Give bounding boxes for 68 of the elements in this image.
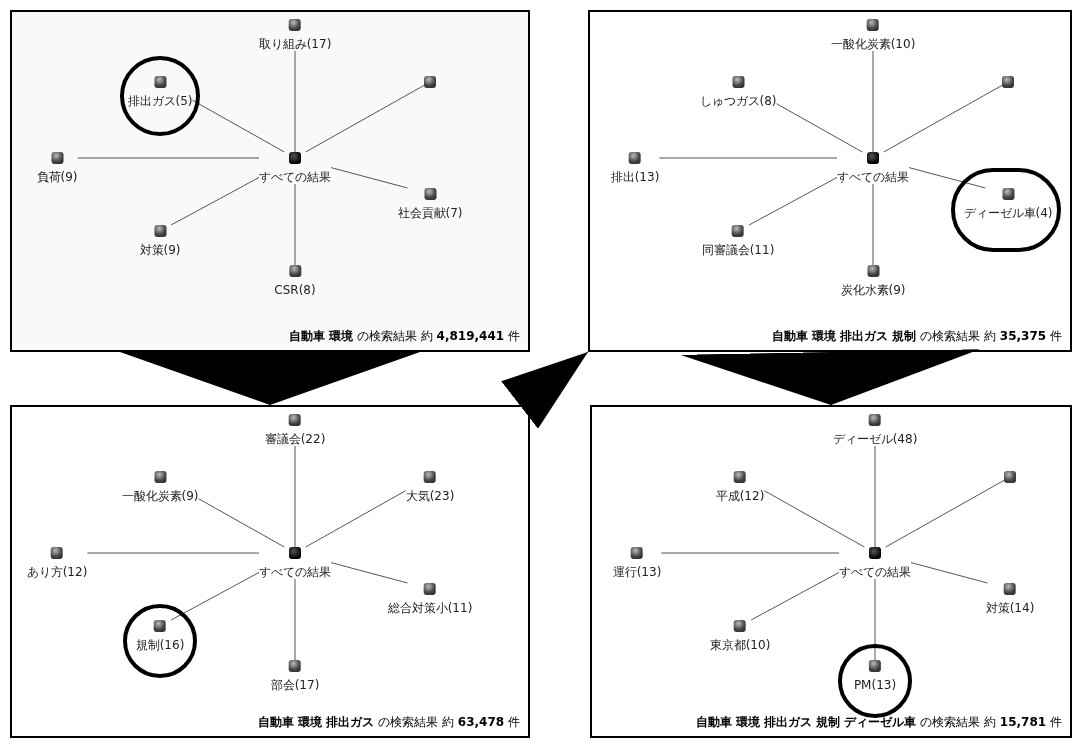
result-count-text: 自動車 環境 排出ガス 規制 の検索結果 約 35,375 件 bbox=[771, 328, 1062, 345]
connector-line bbox=[294, 578, 296, 661]
connector-line bbox=[885, 479, 1005, 548]
keyword-label: 部会(17) bbox=[270, 678, 320, 692]
keyword-label: 対策(14) bbox=[985, 601, 1035, 615]
keyword-label: 対策(9) bbox=[139, 243, 181, 257]
graph-panel bbox=[588, 10, 1072, 352]
keyword-label: すべての結果 bbox=[837, 170, 909, 184]
connector-line bbox=[748, 176, 838, 226]
connector-line bbox=[86, 552, 260, 554]
connector-line bbox=[305, 490, 407, 548]
connector-line bbox=[874, 445, 876, 548]
graph-panel bbox=[590, 405, 1072, 738]
keyword-label: 取り組み(17) bbox=[258, 37, 332, 51]
connector-line bbox=[198, 498, 285, 548]
keyword-label: 運行(13) bbox=[612, 565, 662, 579]
keyword-label: 負荷(9) bbox=[36, 170, 78, 184]
result-count-text: 自動車 環境 の検索結果 約 4,819,441 件 bbox=[288, 328, 520, 345]
keyword-label: 排出(13) bbox=[610, 170, 660, 184]
result-count-text: 自動車 環境 排出ガス 規制 ディーゼル車 の検索結果 約 15,781 件 bbox=[695, 714, 1062, 731]
connector-line bbox=[170, 176, 260, 226]
connector-line bbox=[872, 183, 874, 266]
connector-line bbox=[330, 167, 408, 189]
keyword-label: ディーゼル車(4) bbox=[963, 206, 1053, 220]
keyword-label: しゅつガス(8) bbox=[699, 94, 777, 108]
keyword-label: ディーゼル(48) bbox=[832, 432, 918, 446]
connector-line bbox=[305, 84, 425, 153]
connector-line bbox=[77, 157, 260, 159]
keyword-label: 同審議会(11) bbox=[701, 243, 775, 257]
keyword-label: あり方(12) bbox=[26, 565, 88, 579]
connector-line bbox=[750, 571, 840, 621]
keyword-label: PM(13) bbox=[853, 678, 897, 692]
keyword-label: すべての結果 bbox=[259, 170, 331, 184]
connector-line bbox=[330, 562, 408, 584]
keyword-label: 平成(12) bbox=[715, 489, 765, 503]
keyword-label: 大気(23) bbox=[405, 489, 455, 503]
keyword-label: すべての結果 bbox=[839, 565, 911, 579]
keyword-label: 総合対策小(11) bbox=[387, 601, 473, 615]
connector-line bbox=[294, 445, 296, 548]
keyword-label: 社会貢献(7) bbox=[397, 206, 463, 220]
keyword-label: 規制(16) bbox=[135, 638, 185, 652]
connector-line bbox=[192, 99, 285, 153]
connector-line bbox=[883, 84, 1003, 153]
connector-line bbox=[660, 552, 840, 554]
keyword-label: 一酸化炭素(10) bbox=[830, 37, 916, 51]
keyword-label: 一酸化炭素(9) bbox=[121, 489, 199, 503]
connector-line bbox=[658, 157, 838, 159]
connector-line bbox=[776, 103, 863, 153]
connector-line bbox=[763, 490, 865, 548]
graph-panel bbox=[10, 405, 530, 738]
keyword-label: 排出ガス(5) bbox=[127, 94, 193, 108]
result-count-text: 自動車 環境 排出ガス の検索結果 約 63,478 件 bbox=[258, 714, 520, 731]
keyword-label: 審議会(22) bbox=[264, 432, 326, 446]
keyword-label: 東京都(10) bbox=[709, 638, 771, 652]
connector-line bbox=[294, 183, 296, 266]
connector-line bbox=[910, 562, 988, 584]
wedge-arrow bbox=[501, 351, 589, 429]
keyword-label: CSR(8) bbox=[274, 283, 316, 297]
keyword-label: すべての結果 bbox=[259, 565, 331, 579]
keyword-label: 炭化水素(9) bbox=[840, 283, 906, 297]
connector-line bbox=[170, 571, 260, 621]
connector-line bbox=[294, 50, 296, 153]
wedge-arrow bbox=[680, 349, 980, 406]
connector-line bbox=[872, 50, 874, 153]
graph-panel bbox=[10, 10, 530, 352]
connector-line bbox=[874, 578, 876, 661]
connector-line bbox=[908, 167, 986, 189]
wedge-arrow bbox=[120, 351, 420, 406]
